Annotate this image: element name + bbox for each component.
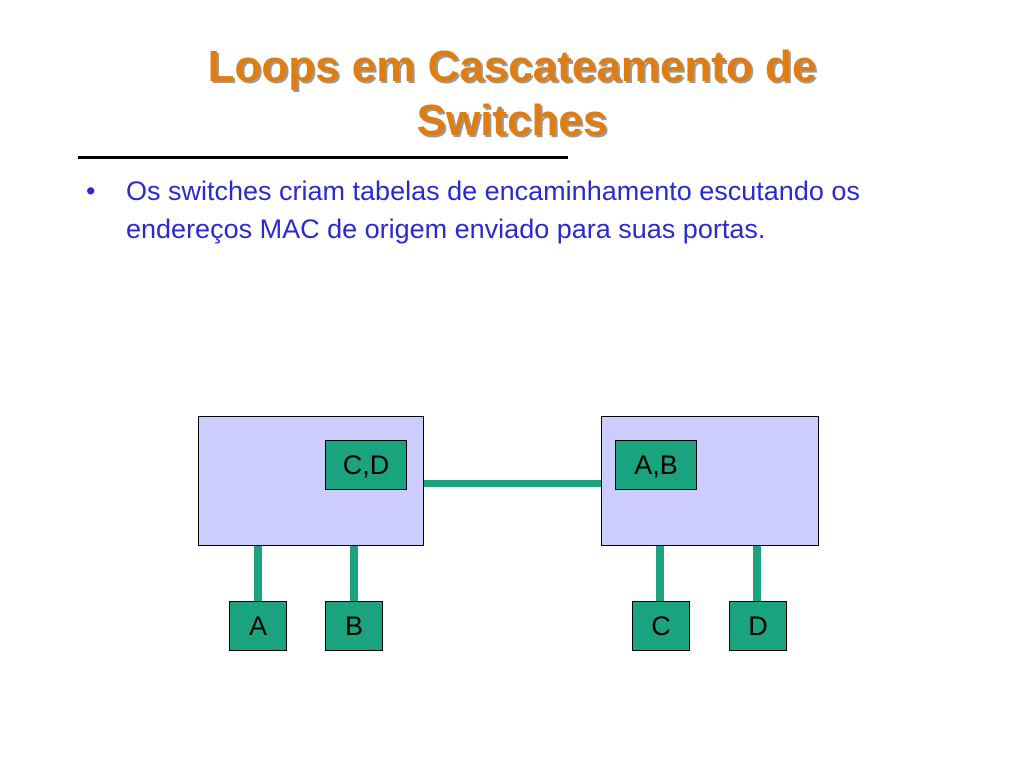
- bullet-text: Os switches criam tabelas de encaminhame…: [126, 176, 860, 244]
- left-switch-table: C,D: [325, 440, 407, 490]
- link-host-d: [753, 544, 761, 602]
- link-host-c: [656, 544, 664, 602]
- host-b: B: [325, 601, 383, 651]
- right-switch-table: A,B: [615, 440, 697, 490]
- title-underline: [78, 156, 568, 159]
- slide-title: Loops em Cascateamento de Switches: [0, 40, 1024, 148]
- host-c: C: [632, 601, 690, 651]
- link-host-a: [254, 544, 262, 602]
- switch-link: [424, 480, 602, 487]
- slide-title-line-1: Loops em Cascateamento de: [207, 42, 817, 91]
- slide-title-line-2: Switches: [416, 96, 608, 145]
- bullet-marker: •: [86, 176, 96, 206]
- host-d: D: [729, 601, 787, 651]
- host-a: A: [229, 601, 287, 651]
- link-host-b: [350, 544, 358, 602]
